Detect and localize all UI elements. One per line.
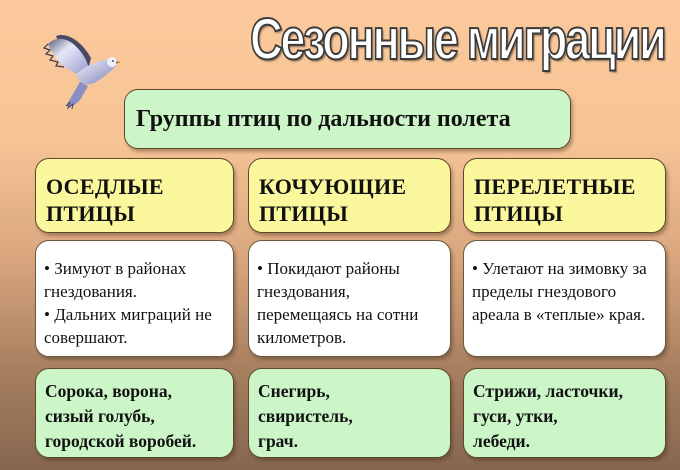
main-heading: Группы птиц по дальности полета xyxy=(136,105,511,132)
description-bullet: • Покидают районы гнездования, перемещая… xyxy=(257,259,419,347)
group-heading-line2: ПТИЦЫ xyxy=(46,201,136,226)
group-heading-migratory: ПЕРЕЛЕТНЫЕ ПТИЦЫ xyxy=(463,158,666,233)
group-heading-line2: ПТИЦЫ xyxy=(259,201,349,226)
description-sedentary: • Зимуют в районах гнездования. • Дальни… xyxy=(35,240,234,357)
group-heading-sedentary: ОСЕДЛЫЕ ПТИЦЫ xyxy=(35,158,234,233)
description-nomadic: • Покидают районы гнездования, перемещая… xyxy=(248,240,451,357)
examples-migratory: Стрижи, ласточки, гуси, утки, лебеди. xyxy=(463,368,666,458)
description-migratory: • Улетают на зимовку за пределы гнездово… xyxy=(463,240,666,357)
description-bullet: • Дальних миграций не совершают. xyxy=(44,305,212,347)
description-bullet: • Зимуют в районах гнездования. xyxy=(44,259,187,301)
examples-sedentary: Сорока, ворона, сизый голубь, городской … xyxy=(35,368,234,458)
group-heading-line1: КОЧУЮЩИЕ xyxy=(259,174,407,199)
dove-icon xyxy=(42,34,121,110)
main-heading-box: Группы птиц по дальности полета xyxy=(124,89,571,149)
group-heading-line1: ПЕРЕЛЕТНЫЕ xyxy=(474,174,636,199)
slide-title: Сезонные миграции xyxy=(249,6,667,73)
examples-nomadic: Снегирь, свиристель, грач. xyxy=(248,368,451,458)
group-heading-nomadic: КОЧУЮЩИЕ ПТИЦЫ xyxy=(248,158,451,233)
group-heading-line1: ОСЕДЛЫЕ xyxy=(46,174,164,199)
description-bullet: • Улетают на зимовку за пределы гнездово… xyxy=(472,259,647,324)
group-heading-line2: ПТИЦЫ xyxy=(474,201,564,226)
